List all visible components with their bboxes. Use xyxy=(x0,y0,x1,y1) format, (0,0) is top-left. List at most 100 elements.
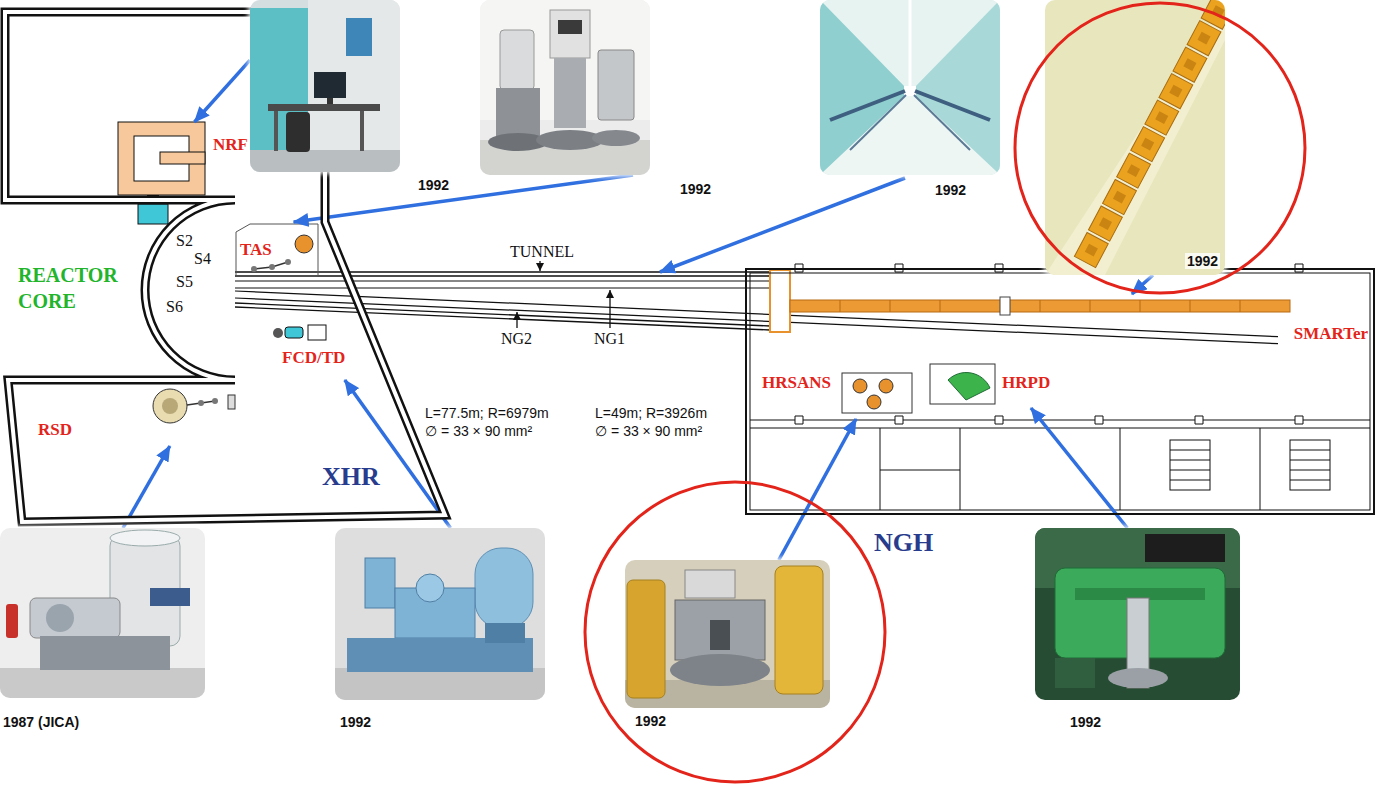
text-holder: NG1 xyxy=(594,330,625,348)
tunnel-photo: 1992 xyxy=(820,0,1000,175)
text-holder: 1992 xyxy=(340,713,371,731)
drawing-part xyxy=(485,623,525,643)
instrument-area: NRF xyxy=(118,122,208,198)
drawing-part xyxy=(1108,668,1168,688)
drawing-part xyxy=(750,273,1370,510)
instrument-area: RSD xyxy=(30,386,245,446)
drawing-part xyxy=(46,604,74,632)
drawing-part xyxy=(1055,658,1095,688)
photo-illustration xyxy=(820,0,1000,175)
drawing-part xyxy=(750,420,1370,428)
text-holder: 1992 xyxy=(1185,252,1220,270)
drawing-part xyxy=(1212,5,1225,18)
year-label: 1992 xyxy=(1185,253,1220,269)
drawing-part xyxy=(1085,244,1098,257)
instrument-area: SMARTer xyxy=(792,294,1374,347)
text-holder: SMARTer xyxy=(1294,324,1368,344)
drawing-part xyxy=(251,266,257,272)
year-label: 1992 xyxy=(635,713,666,729)
drawing-part xyxy=(1141,138,1154,151)
photo-clip xyxy=(820,0,1000,175)
beam-port-label: S2 xyxy=(176,232,193,249)
drawing-part xyxy=(914,95,970,150)
drawing-part xyxy=(1169,85,1182,98)
drawing-part xyxy=(1201,0,1225,29)
drawing-part xyxy=(0,668,205,698)
photo-clip xyxy=(480,0,650,175)
text-holder: S2 xyxy=(176,232,193,250)
instrument-photo: 1992 xyxy=(480,0,650,175)
drawing-part xyxy=(235,272,770,276)
drawing-part xyxy=(820,0,1000,175)
text-holder: HRSANS xyxy=(762,373,831,393)
instrument-area: FCD/TD xyxy=(262,322,354,380)
text-holder: L=49m; R=3926m xyxy=(595,404,707,422)
drawing-part xyxy=(790,300,1290,312)
drawing-part xyxy=(236,224,318,276)
year-label: 1992 xyxy=(935,182,966,198)
text-holder: ∅ = 33 × 90 mm² xyxy=(425,422,532,440)
pointer-arrow xyxy=(1031,408,1127,528)
drawing-part xyxy=(250,150,400,172)
drawing-part xyxy=(480,0,650,175)
drawing-part xyxy=(770,270,790,332)
drawing-part xyxy=(314,72,346,98)
drawing-part xyxy=(585,482,885,782)
pointer-arrow xyxy=(1132,275,1153,294)
drawing-part xyxy=(285,327,303,338)
photo-clip xyxy=(335,528,545,700)
drawing-part xyxy=(162,398,178,414)
text-holder: S5 xyxy=(176,273,193,291)
beam-port-label: S4 xyxy=(194,250,211,267)
drawing-part xyxy=(347,638,533,672)
instrument-photo: 1992 xyxy=(1035,528,1240,700)
drawing-part xyxy=(627,580,665,698)
instrument-name: HRPD xyxy=(1002,373,1050,392)
text-holder: RSD xyxy=(38,420,72,440)
guide-dimension: ∅ = 33 × 90 mm² xyxy=(425,423,532,439)
drawing-part xyxy=(365,558,395,608)
text-holder: REACTOR CORE xyxy=(18,262,132,314)
text-holder: L=77.5m; R=6979m xyxy=(425,404,549,422)
drawing-part xyxy=(1170,450,1210,480)
photo-clip xyxy=(250,0,400,172)
instrument-area: HRPD xyxy=(927,364,1057,408)
drawing-part xyxy=(1045,0,1225,275)
hall-name: NGH xyxy=(872,528,935,557)
drawing-part xyxy=(880,428,1260,510)
photo-illustration xyxy=(250,0,400,172)
drawing-part xyxy=(675,600,765,660)
drawing-part xyxy=(1183,58,1196,71)
drawing-part xyxy=(539,261,540,271)
instrument-photo: 1992 xyxy=(250,0,400,172)
instrument-photo: 1992 xyxy=(335,528,545,700)
drawing-part xyxy=(1290,440,1330,490)
drawing-part xyxy=(554,58,586,128)
drawing-part xyxy=(235,281,770,288)
drawing-part xyxy=(830,91,905,120)
drawing-part xyxy=(915,91,990,120)
year-label: 1987 (JICA) xyxy=(3,714,79,730)
guide-dimension: L=77.5m; R=6979m xyxy=(425,405,549,421)
drawing-part xyxy=(1045,0,1225,275)
instrument-name: TAS xyxy=(240,240,272,259)
drawing-part xyxy=(274,111,278,151)
neutron-guides xyxy=(235,270,1290,344)
drawing-part xyxy=(930,364,995,404)
pointer-arrow xyxy=(294,175,633,222)
drawing-part xyxy=(0,528,205,698)
photo-clip xyxy=(1035,528,1240,700)
year-label: 1992 xyxy=(418,177,449,193)
drawing-part xyxy=(118,122,205,195)
drawing-part xyxy=(685,570,735,598)
instrument-area: HRSANS xyxy=(760,367,920,419)
drawing-part xyxy=(360,111,364,151)
drawing-part xyxy=(500,30,534,90)
drawing-part xyxy=(160,152,205,164)
photo-illustration xyxy=(625,560,830,708)
drawing-part xyxy=(187,401,215,405)
drawing-part xyxy=(273,328,283,338)
photo-clip xyxy=(0,528,205,698)
drawing-part xyxy=(327,98,333,104)
text-holder: NGH xyxy=(872,528,935,558)
